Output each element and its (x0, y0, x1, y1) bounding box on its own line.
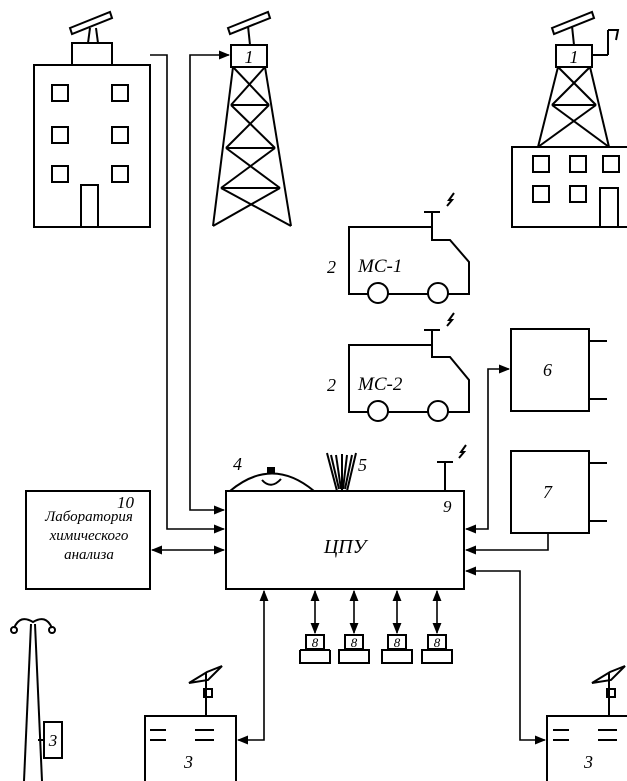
sensor-3-label: 8 (394, 635, 401, 650)
mobile-station-1-label: МС-1 (357, 256, 402, 277)
lamp-post-station-label: 3 (48, 731, 58, 750)
relay-tower (213, 12, 291, 226)
sensor-2-label: 8 (351, 635, 358, 650)
mobile-station-2-number: 2 (327, 375, 336, 395)
unit-6-label: 6 (543, 360, 552, 380)
unit-6 (511, 329, 607, 411)
sensor-4-label: 8 (434, 635, 441, 650)
lamp-post-station (11, 619, 62, 781)
unit-7 (511, 451, 607, 533)
radar-dome-label: 4 (233, 454, 242, 474)
lab-line-1: Лаборатория (28, 508, 150, 527)
tower-label: 1 (245, 47, 254, 67)
dish-antenna-label: 5 (358, 455, 367, 475)
sensor-group (300, 635, 452, 663)
office-building (34, 12, 150, 227)
cpu-antenna (437, 445, 466, 491)
rooftop-tower-label: 1 (570, 47, 579, 67)
lab-line-3: анализа (28, 546, 150, 565)
mobile-station-1-number: 2 (327, 257, 336, 277)
lab-line-2: химического (28, 527, 150, 546)
rooftop-tower (512, 12, 627, 227)
mobile-station-2-label: МС-2 (357, 374, 403, 395)
cpu-label: ЦПУ (323, 536, 369, 558)
unit-7-label: 7 (543, 482, 553, 502)
sensor-1-label: 8 (312, 635, 319, 650)
chemical-lab-text: Лаборатория химического анализа (28, 508, 150, 565)
dish-antenna (327, 453, 356, 491)
cpu-antenna-label: 9 (443, 497, 452, 516)
mobile-station-2 (349, 313, 469, 421)
radar-dome (230, 468, 314, 491)
ground-station-mid-label: 3 (183, 752, 193, 772)
ground-station-right-label: 3 (583, 752, 593, 772)
mobile-station-1 (349, 193, 469, 303)
